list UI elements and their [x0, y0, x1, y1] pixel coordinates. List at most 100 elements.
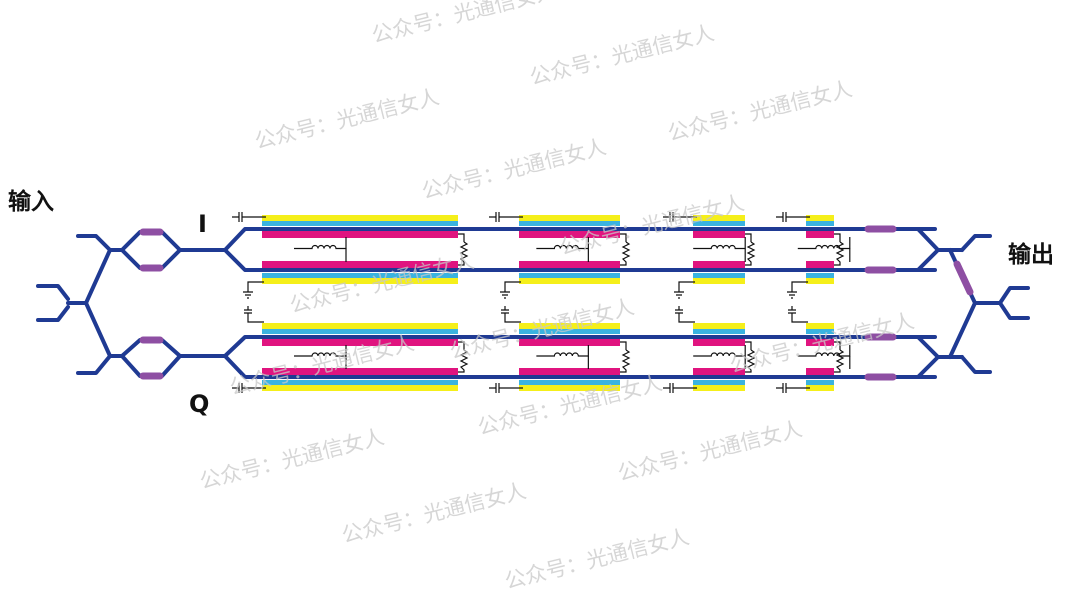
- electrode-signal-band: [693, 231, 745, 238]
- input-port-i-aux: [76, 234, 112, 252]
- output-i-branch: [960, 234, 992, 252]
- i-combiner: [903, 227, 964, 252]
- termination-resistor: [834, 233, 845, 266]
- electrode-segment: [806, 323, 834, 391]
- input-port-q-aux: [76, 354, 112, 375]
- electrode-signal-band: [693, 261, 745, 268]
- electrode-outer-band: [262, 323, 458, 329]
- electrode-outer-band: [519, 385, 620, 391]
- electrode-outer-band: [262, 278, 458, 284]
- phase-shifter-output-iq: [953, 260, 974, 296]
- electrode-segment: [806, 215, 834, 284]
- electrode-ground-band: [519, 380, 620, 385]
- electrode-outer-band: [806, 215, 834, 221]
- input-port-bottom: [36, 305, 70, 322]
- ground-capacitor: [500, 281, 521, 323]
- input-main-split-top: [66, 248, 112, 305]
- bias-inductor: [797, 237, 851, 262]
- i-combiner-lower: [903, 248, 940, 272]
- electrode-ground-band: [693, 329, 745, 334]
- electrode-ground-band: [519, 221, 620, 226]
- electrode-ground-band: [806, 380, 834, 385]
- electrode-outer-band: [519, 215, 620, 221]
- electrode-outer-band: [519, 323, 620, 329]
- electrode-signal-band: [519, 339, 620, 346]
- electrode-ground-band: [806, 273, 834, 278]
- i-arm-split: [196, 227, 937, 252]
- dc-block-capacitor: [663, 212, 697, 222]
- electrode-signal-band: [806, 339, 834, 346]
- ground-capacitor: [674, 281, 695, 323]
- dc-block-capacitor: [489, 383, 523, 393]
- dc-block-capacitor: [776, 212, 810, 222]
- input-main-split-bottom: [84, 301, 112, 358]
- ground-capacitor: [243, 281, 264, 323]
- electrode-ground-band: [262, 221, 458, 226]
- electrode-signal-band: [519, 261, 620, 268]
- bias-circuits: [232, 212, 851, 393]
- electrode-signal-band: [693, 368, 745, 375]
- electrode-segment: [519, 323, 620, 391]
- bias-inductor: [693, 345, 746, 369]
- electrode-outer-band: [262, 385, 458, 391]
- electrode-segment: [262, 215, 458, 284]
- ground-capacitor: [787, 281, 808, 323]
- q-combiner-lower: [903, 355, 940, 379]
- electrode-ground-band: [693, 221, 745, 226]
- phase-shifters: [139, 225, 974, 381]
- electrode-signal-band: [806, 261, 834, 268]
- electrode-segment: [693, 215, 745, 284]
- termination-resistor: [620, 233, 631, 266]
- electrode-ground-band: [806, 329, 834, 334]
- dc-block-capacitor: [489, 212, 523, 222]
- bias-inductor: [536, 237, 589, 262]
- electrode-ground-band: [693, 380, 745, 385]
- electrode-ground-band: [693, 273, 745, 278]
- output-merge: [948, 248, 977, 359]
- termination-resistor: [458, 341, 469, 373]
- input-port-top: [36, 284, 70, 301]
- input-label: 输入: [8, 189, 54, 215]
- q-arm-split: [196, 335, 937, 358]
- electrode-segment: [519, 215, 620, 284]
- output-port-bottom: [998, 301, 1030, 320]
- q-arm-label: Q: [189, 390, 210, 418]
- output-port-top: [973, 286, 1030, 305]
- output-q-branch: [960, 355, 992, 374]
- bias-inductor: [693, 237, 746, 262]
- electrode-outer-band: [806, 323, 834, 329]
- electrode-outer-band: [262, 215, 458, 221]
- termination-resistor: [458, 233, 469, 266]
- electrode-signal-band: [262, 339, 458, 346]
- output-label: 输出: [1008, 242, 1054, 268]
- electrode-signal-band: [806, 231, 834, 238]
- electrode-outer-band: [693, 323, 745, 329]
- electrode-segment: [693, 323, 745, 391]
- termination-resistor: [745, 233, 756, 266]
- electrode-signal-band: [262, 368, 458, 375]
- electrode-outer-band: [693, 278, 745, 284]
- i-arm-split-lower: [223, 248, 937, 272]
- dc-block-capacitor: [776, 383, 810, 393]
- dc-block-capacitor: [232, 383, 266, 393]
- electrode-ground-band: [262, 329, 458, 334]
- electrode-signal-band: [806, 368, 834, 375]
- bias-inductor: [797, 345, 851, 369]
- bias-inductor: [294, 237, 347, 262]
- dc-block-capacitor: [232, 212, 266, 222]
- electrode-ground-band: [262, 380, 458, 385]
- electrode-ground-band: [262, 273, 458, 278]
- i-arm-label: I: [198, 210, 207, 238]
- termination-resistor: [745, 341, 756, 373]
- dc-block-capacitor: [663, 383, 697, 393]
- electrode-outer-band: [806, 385, 834, 391]
- electrode-signal-band: [262, 231, 458, 238]
- electrode-ground-band: [519, 329, 620, 334]
- electrode-outer-band: [519, 278, 620, 284]
- bias-inductor: [294, 345, 347, 369]
- q-arm-split-lower: [223, 354, 937, 379]
- electrode-signal-band: [262, 261, 458, 268]
- electrode-ground-band: [519, 273, 620, 278]
- electrode-outer-band: [693, 215, 745, 221]
